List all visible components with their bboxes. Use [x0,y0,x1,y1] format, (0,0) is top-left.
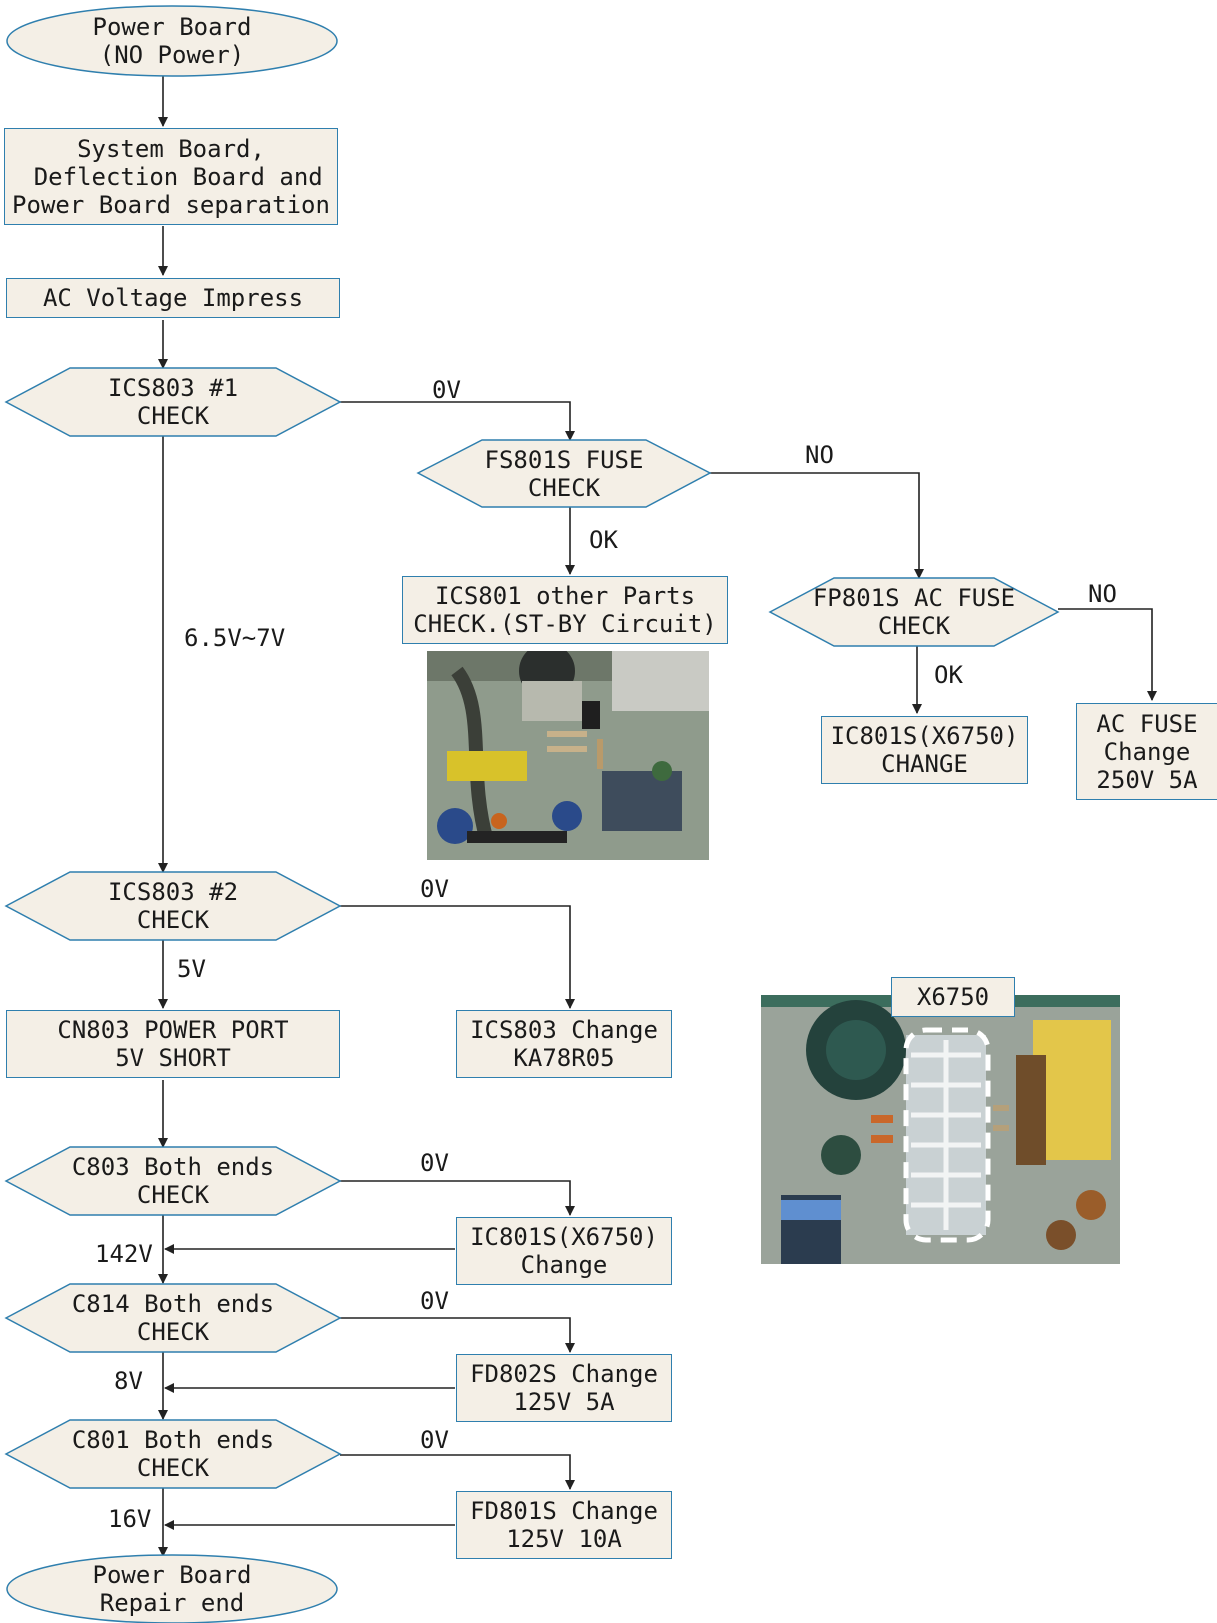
x6750-photo-label: X6750 [891,977,1015,1017]
arrow-c801-to-fd801s [340,1454,575,1490]
fs801s-line-1: FS801S FUSE [484,445,644,474]
ac-fuse-change-line-1: AC FUSE [1096,709,1198,738]
arrow-ics803-1-to-fs801s [340,401,575,441]
arrow-ics803-2-to-change [340,905,575,1009]
ac-fuse-change-line-3: 250V 5A [1096,765,1198,794]
fp801s-line-1: FP801S AC FUSE [812,584,1016,612]
label-c814-0v: 0V [420,1287,449,1315]
end-line-1: Power Board [92,1561,252,1589]
arrow-c814-to-fd802s [340,1317,575,1353]
c801-decision-shape [4,1419,342,1489]
ics803-2-line-2: CHECK [136,906,210,934]
c814-decision-shape [4,1283,342,1353]
arrow-c803-to-ic801s [340,1180,575,1216]
label-fs801s-no: NO [805,441,834,469]
c803-line-1: C803 Both ends [71,1153,275,1181]
separation-node: System Board, Deflection Board and Power… [4,128,338,225]
c801-line-1: C801 Both ends [71,1426,275,1454]
label-c801-0v: 0V [420,1426,449,1454]
label-fs801s-ok: OK [589,526,618,554]
separation-line-1: System Board, [77,134,265,163]
ic801s-change-1-line-2: CHANGE [881,750,968,778]
fd802s-node: FD802S Change 125V 5A [456,1354,672,1422]
label-c814-8v: 8V [114,1367,143,1395]
fd801s-line-1: FD801S Change [470,1497,658,1525]
cn803-line-1: CN803 POWER PORT [57,1016,289,1044]
separation-line-2: Deflection Board and [19,162,323,191]
label-ics803-1-0v: 0V [432,376,461,404]
c814-line-2: CHECK [136,1318,210,1346]
standby-circuit-board-illustration [427,651,709,860]
ac-impress-line-1: AC Voltage Impress [42,284,304,312]
fp801s-line-2: CHECK [877,612,951,640]
c801-node: C801 Both ends CHECK [6,1420,340,1488]
fp801s-node: FP801S AC FUSE CHECK [770,578,1058,646]
ic801s-change-1-node: IC801S(X6750) CHANGE [821,716,1028,784]
label-c803-0v: 0V [420,1149,449,1177]
standby-circuit-photo [427,651,709,860]
fs801s-line-2: CHECK [527,473,601,502]
fs801s-decision-shape [416,439,712,508]
fp801s-decision-shape [768,577,1060,647]
ics803-1-line-1: ICS803 #1 [107,374,239,402]
label-ics803-2-5v: 5V [177,955,206,983]
ic801s-change-2-line-1: IC801S(X6750) [470,1223,658,1251]
x6750-board-illustration [761,995,1120,1264]
ics803-1-node: ICS803 #1 CHECK [6,368,340,436]
c803-line-2: CHECK [136,1181,210,1209]
fd802s-line-1: FD802S Change [470,1360,658,1388]
c803-node: C803 Both ends CHECK [6,1147,340,1215]
arrow-fp801s-to-acfuse [1058,608,1157,701]
fs801s-node: FS801S FUSE CHECK [418,440,710,507]
c814-line-1: C814 Both ends [71,1290,275,1318]
label-ics803-1-range: 6.5V~7V [184,624,286,652]
ics801-other-node: ICS801 other Parts CHECK.(ST-BY Circuit) [402,576,728,644]
cn803-node: CN803 POWER PORT 5V SHORT [6,1010,340,1078]
ic801s-change-2-line-2: Change [520,1251,608,1279]
x6750-photo-label-text: X6750 [916,983,990,1011]
cn803-line-2: 5V SHORT [115,1044,231,1072]
ic801s-change-1-line-1: IC801S(X6750) [830,722,1019,750]
fd801s-line-2: 125V 10A [506,1525,622,1553]
end-node: Power Board Repair end [7,1556,337,1622]
ic801s-change-2-node: IC801S(X6750) Change [456,1217,672,1285]
end-terminator-shape [6,1554,338,1623]
label-ics803-2-0v: 0V [420,875,449,903]
c814-node: C814 Both ends CHECK [6,1284,340,1352]
start-terminator-shape [6,5,338,77]
label-fp801s-ok: OK [934,661,963,689]
ics803-2-node: ICS803 #2 CHECK [6,872,340,940]
separation-line-3: Power Board separation [12,190,330,219]
start-line-2: (NO Power) [99,41,245,69]
c801-line-2: CHECK [136,1454,210,1482]
label-fp801s-no: NO [1088,580,1117,608]
ics801-other-line-2: CHECK.(ST-BY Circuit) [413,610,717,638]
x6750-board-photo [761,995,1120,1264]
ics803-change-line-2: KA78R05 [513,1044,615,1072]
ac-fuse-change-line-2: Change [1103,737,1191,766]
ics803-1-decision-shape [4,367,342,437]
start-node: Power Board (NO Power) [7,6,337,76]
ics803-change-line-1: ICS803 Change [470,1016,658,1044]
fd802s-line-2: 125V 5A [513,1388,615,1416]
ac-impress-node: AC Voltage Impress [6,278,340,318]
ics803-change-node: ICS803 Change KA78R05 [456,1010,672,1078]
fd801s-node: FD801S Change 125V 10A [456,1491,672,1559]
ac-fuse-change-node: AC FUSE Change 250V 5A [1076,703,1217,800]
label-c801-16v: 16V [108,1505,152,1533]
ics803-2-line-1: ICS803 #2 [107,878,239,906]
c803-decision-shape [4,1146,342,1216]
arrow-fs801s-to-fp801s [710,472,924,579]
label-c803-142v: 142V [95,1240,153,1268]
ics801-other-line-1: ICS801 other Parts [434,582,696,610]
start-line-1: Power Board [92,13,252,41]
ics803-2-decision-shape [4,871,342,941]
end-line-2: Repair end [99,1589,245,1617]
ics803-1-line-2: CHECK [136,402,210,430]
